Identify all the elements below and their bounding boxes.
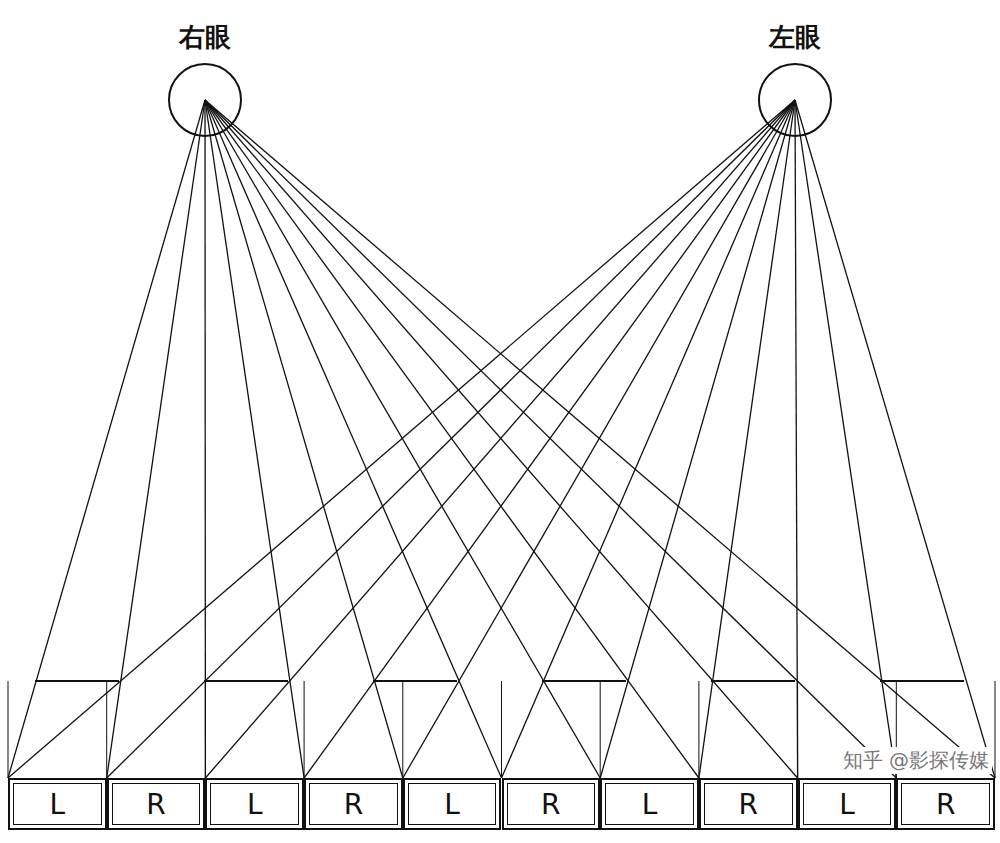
sight-rays <box>8 100 995 778</box>
pixel-column: R <box>107 778 206 830</box>
sight-ray <box>403 100 795 778</box>
sight-ray <box>699 100 795 778</box>
column-letter: R <box>541 788 560 821</box>
sight-ray <box>205 100 798 778</box>
pixel-column: R <box>304 778 403 830</box>
sight-ray <box>205 100 502 778</box>
column-letter: R <box>739 788 758 821</box>
eye-circle <box>759 64 831 136</box>
parallax-barrier <box>35 681 964 682</box>
barrier-slat <box>880 680 964 682</box>
sight-ray <box>795 100 896 778</box>
sight-ray <box>600 100 795 778</box>
column-letter: L <box>444 788 460 821</box>
sight-ray <box>205 100 699 778</box>
sight-ray <box>205 100 795 778</box>
watermark: 知乎 @影探传媒 <box>840 747 992 774</box>
sight-ray <box>795 100 798 778</box>
sight-ray <box>205 100 403 778</box>
sight-ray <box>205 100 304 778</box>
pixel-column: R <box>502 778 601 830</box>
pixel-column: L <box>798 778 897 830</box>
barrier-slat <box>542 680 626 682</box>
sight-ray <box>205 100 600 778</box>
pixel-column: L <box>8 778 107 830</box>
sight-ray <box>502 100 796 778</box>
eye-label: 左眼 <box>757 24 833 50</box>
column-letter: R <box>146 788 165 821</box>
column-letter: L <box>642 788 658 821</box>
barrier-guide <box>8 681 9 778</box>
column-letter: L <box>247 788 263 821</box>
barrier-guide <box>797 681 798 778</box>
column-letter: L <box>839 788 855 821</box>
barrier-guide <box>304 681 305 778</box>
column-letter: L <box>50 788 66 821</box>
sight-ray <box>205 100 896 778</box>
eye: 左眼 <box>757 10 833 138</box>
eye: 右眼 <box>167 10 243 138</box>
pixel-column: L <box>600 778 699 830</box>
barrier-guide <box>106 681 107 778</box>
pixel-column: L <box>403 778 502 830</box>
column-letter: R <box>344 788 363 821</box>
sight-ray <box>304 100 795 778</box>
barrier-guide <box>402 681 403 778</box>
sight-ray <box>795 100 995 778</box>
barrier-guide <box>205 681 206 778</box>
sight-ray <box>8 100 205 778</box>
sight-ray <box>204 100 206 778</box>
barrier-slat <box>373 680 457 682</box>
barrier-guide <box>995 681 996 778</box>
pixel-column: R <box>896 778 995 830</box>
eye-circle <box>169 64 241 136</box>
barrier-guide <box>501 681 502 778</box>
pixel-column: L <box>205 778 304 830</box>
sight-ray <box>205 100 995 778</box>
barrier-guide <box>600 681 601 778</box>
barrier-guides <box>8 681 995 778</box>
eyes <box>169 64 831 136</box>
column-letter: R <box>936 788 955 821</box>
barrier-slat <box>711 680 795 682</box>
sight-ray <box>107 100 205 778</box>
sight-ray <box>8 100 795 778</box>
barrier-guide <box>698 681 699 778</box>
eye-label: 右眼 <box>167 24 243 50</box>
barrier-slat <box>204 680 288 682</box>
sight-ray <box>107 100 795 778</box>
pixel-column: R <box>699 778 798 830</box>
